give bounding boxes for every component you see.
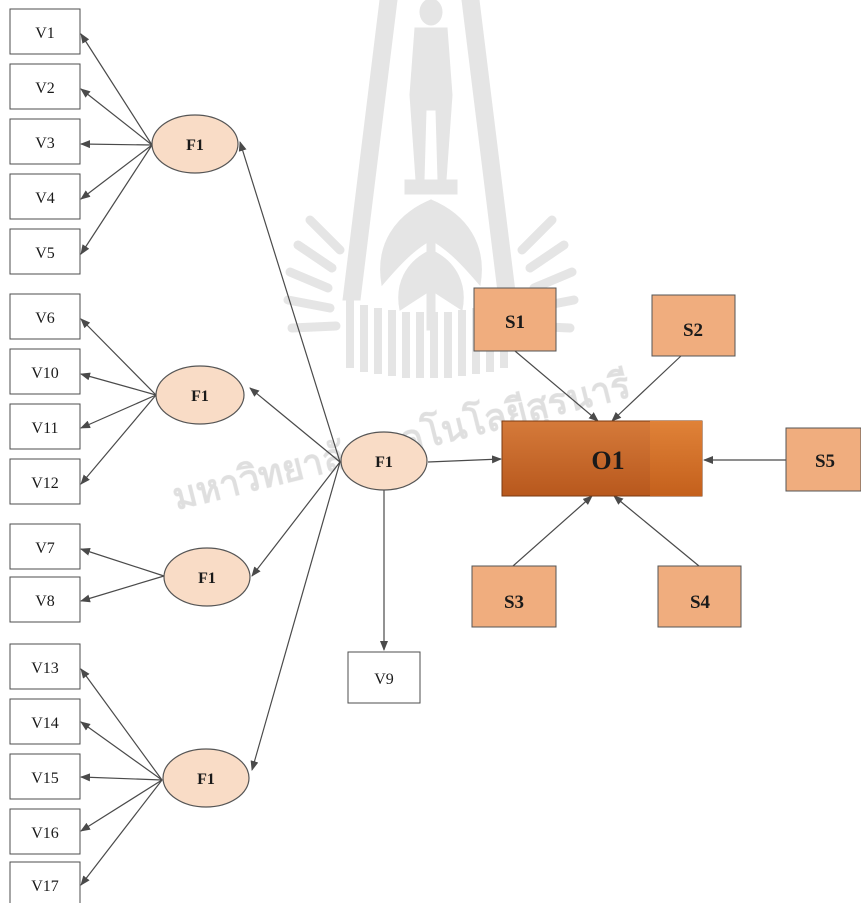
factor-f1-upper: F1: [151, 114, 239, 174]
observed-v8: V8: [9, 576, 81, 623]
observed-v14: V14: [9, 698, 81, 745]
observed-label: V11: [32, 420, 59, 437]
observed-label: V17: [31, 878, 59, 895]
source-label: S5: [815, 451, 835, 472]
source-s3: S3: [471, 565, 557, 628]
observed-label: V13: [31, 660, 59, 677]
observed-v4: V4: [9, 173, 81, 220]
source-s4: S4: [657, 565, 742, 628]
observed-label: V2: [35, 80, 55, 97]
observed-label: V16: [31, 825, 59, 842]
observed-label: V12: [31, 475, 59, 492]
factor-label: F1: [186, 137, 204, 154]
source-s1: S1: [473, 287, 557, 352]
source-s2: S2: [651, 294, 736, 357]
observed-label: V9: [374, 671, 394, 688]
factor-f1-middle-lower: F1: [163, 547, 251, 607]
observed-v13: V13: [9, 643, 81, 690]
observed-v5: V5: [9, 228, 81, 275]
observed-v7: V7: [9, 523, 81, 570]
source-s5: S5: [785, 427, 861, 492]
observed-v16: V16: [9, 808, 81, 855]
observed-label: V8: [35, 593, 55, 610]
outcome-label: O1: [591, 446, 624, 475]
observed-label: V7: [35, 540, 55, 557]
source-label: S4: [690, 592, 711, 613]
observed-label: V3: [35, 135, 55, 152]
observed-label: V15: [31, 770, 59, 787]
observed-v10: V10: [9, 348, 81, 395]
observed-v1: V1: [9, 8, 81, 55]
observed-v12: V12: [9, 458, 81, 505]
observed-label: V6: [35, 310, 55, 327]
observed-v6: V6: [9, 293, 81, 340]
factor-f1-main: F1: [340, 431, 428, 491]
observed-v11: V11: [9, 403, 81, 450]
factor-label: F1: [375, 454, 393, 471]
observed-v17: V17: [9, 861, 81, 903]
observed-v2: V2: [9, 63, 81, 110]
factor-f1-lower: F1: [162, 748, 250, 808]
observed-v9: V9: [347, 651, 421, 704]
source-label: S3: [504, 592, 524, 613]
source-label: S2: [683, 320, 703, 341]
observed-label: V4: [35, 190, 55, 207]
source-label: S1: [505, 312, 525, 333]
outcome-o1: O1: [501, 420, 703, 497]
observed-label: V1: [35, 25, 55, 42]
observed-label: V10: [31, 365, 59, 382]
loading-arrows: [80, 33, 786, 886]
observed-label: V14: [31, 715, 59, 732]
observed-v3: V3: [9, 118, 81, 165]
factor-label: F1: [191, 388, 209, 405]
factor-label: F1: [198, 570, 216, 587]
observed-v15: V15: [9, 753, 81, 800]
factor-label: F1: [197, 771, 215, 788]
observed-label: V5: [35, 245, 55, 262]
factor-f1-middle-upper: F1: [155, 365, 245, 425]
